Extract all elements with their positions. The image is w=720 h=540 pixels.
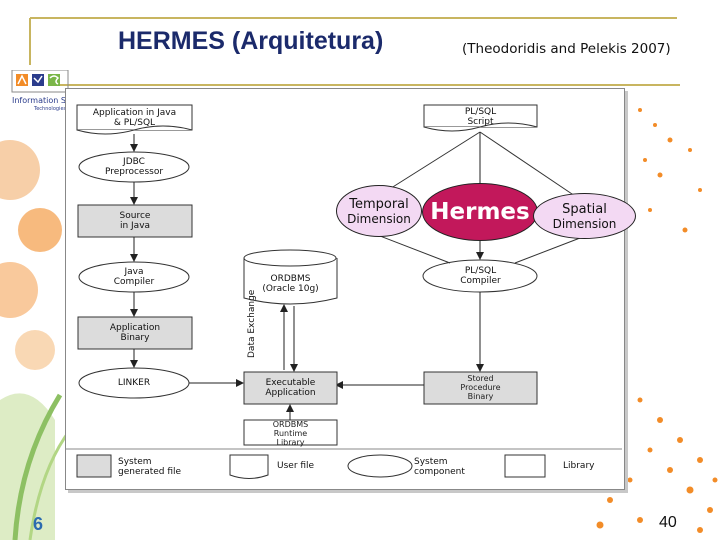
right-dot-pattern xyxy=(596,108,718,533)
logo-subtext: Technologies xyxy=(34,106,67,112)
label-runtime-library-l2: Runtime xyxy=(273,429,308,438)
label-linker: LINKER xyxy=(80,378,188,388)
box-app-java xyxy=(76,104,193,131)
spatial-dimension-oval: Spatial Dimension xyxy=(533,193,636,239)
temporal-sublabel: Dimension xyxy=(347,211,411,226)
label-plsql-compiler: PL/SQL Compiler xyxy=(424,266,537,286)
label-stored-procedure: Stored Procedure Binary xyxy=(424,374,537,401)
info-systems-logo-icon xyxy=(11,70,69,93)
label-app-binary-l1: Application xyxy=(109,323,161,333)
legend-label-library: Library xyxy=(563,461,613,471)
legend-oval-component xyxy=(347,454,413,478)
hermes-oval: Hermes xyxy=(422,183,538,241)
slide-title: HERMES (Arquitetura) xyxy=(118,27,384,55)
legend-label-generated-l2: generated file xyxy=(118,467,182,477)
page-number: 40 xyxy=(659,514,677,531)
label-data-exchange: Data Exchange xyxy=(247,289,257,358)
label-plsql-compiler-l2: Compiler xyxy=(460,276,501,286)
label-plsql-script: PL/SQL Script xyxy=(424,107,537,127)
label-app-binary-l2: Binary xyxy=(120,333,150,343)
temporal-label: Temporal xyxy=(349,196,409,212)
label-source-java-l1: Source xyxy=(119,211,151,221)
cylinder-ordbms xyxy=(243,258,338,305)
box-plsql-script-wave xyxy=(423,122,538,132)
label-app-java-l2: & PL/SQL xyxy=(113,118,156,128)
line-spatial-compiler xyxy=(514,237,581,264)
box-source-java xyxy=(77,204,193,238)
label-executable-l2: Application xyxy=(265,388,316,398)
box-app-binary xyxy=(77,316,193,350)
left-decor-shapes xyxy=(0,140,72,540)
label-executable-l1: Executable xyxy=(265,378,316,388)
cylinder-ordbms-top xyxy=(243,249,337,267)
citation: (Theodoridis and Pelekis 2007) xyxy=(462,41,671,57)
label-app-binary: Application Binary xyxy=(78,323,192,343)
spatial-label: Spatial xyxy=(562,201,607,217)
label-linker-l1: LINKER xyxy=(117,378,151,388)
legend-label-generated: System generated file xyxy=(118,457,208,477)
label-java-compiler-l2: Compiler xyxy=(113,277,155,287)
legend-label-user-l1: User file xyxy=(277,461,315,471)
label-runtime-library-l1: ORDBMS xyxy=(272,420,309,429)
legend-label-library-l1: Library xyxy=(563,461,595,471)
box-executable xyxy=(243,371,338,405)
label-ordbms-l2: (Oracle 10g) xyxy=(262,284,319,294)
label-executable: Executable Application xyxy=(244,378,337,398)
label-runtime-library-l3: Library xyxy=(276,438,305,447)
legend-box-user xyxy=(229,454,269,479)
label-java-compiler: Java Compiler xyxy=(80,267,188,287)
legend-label-generated-l1: System xyxy=(118,457,152,467)
label-source-java: Source in Java xyxy=(78,211,192,231)
line-script-temporal xyxy=(387,131,481,191)
label-java-compiler-l1: Java xyxy=(124,267,144,277)
label-stored-procedure-l2: Procedure xyxy=(460,383,501,392)
box-stored-procedure xyxy=(423,371,538,405)
label-app-java: Application in Java & PL/SQL xyxy=(78,108,191,128)
label-plsql-compiler-l1: PL/SQL xyxy=(464,266,497,276)
legend-label-component-l2: component xyxy=(414,467,465,477)
label-ordbms: ORDBMS (Oracle 10g) xyxy=(244,274,337,294)
label-source-java-l2: in Java xyxy=(119,221,151,231)
logo-text: Information S xyxy=(12,96,66,105)
label-app-java-l1: Application in Java xyxy=(92,108,177,118)
legend-box-library xyxy=(504,454,546,478)
temporal-dimension-oval: Temporal Dimension xyxy=(336,185,422,237)
box-runtime-library xyxy=(243,419,338,446)
line-temporal-compiler xyxy=(379,235,451,264)
legend-box-generated xyxy=(76,454,112,478)
legend-label-component-l1: System xyxy=(414,457,448,467)
corner-digit: 6 xyxy=(33,514,44,534)
label-stored-procedure-l3: Binary xyxy=(467,392,494,401)
box-app-java-wave xyxy=(76,125,193,135)
legend-label-component: System component xyxy=(414,457,484,477)
label-plsql-script-l2: Script xyxy=(467,117,494,127)
label-jdbc-l2: Preprocessor xyxy=(104,167,164,177)
label-ordbms-l1: ORDBMS xyxy=(270,274,311,284)
hermes-label: Hermes xyxy=(430,199,530,225)
line-script-spatial xyxy=(479,131,576,197)
label-runtime-library: ORDBMS Runtime Library xyxy=(244,420,337,447)
spatial-sublabel: Dimension xyxy=(552,216,617,231)
label-jdbc: JDBC Preprocessor xyxy=(80,157,188,177)
label-jdbc-l1: JDBC xyxy=(123,157,145,167)
label-stored-procedure-l1: Stored xyxy=(467,374,494,383)
legend-label-user: User file xyxy=(277,461,337,471)
label-plsql-script-l1: PL/SQL xyxy=(464,107,497,117)
